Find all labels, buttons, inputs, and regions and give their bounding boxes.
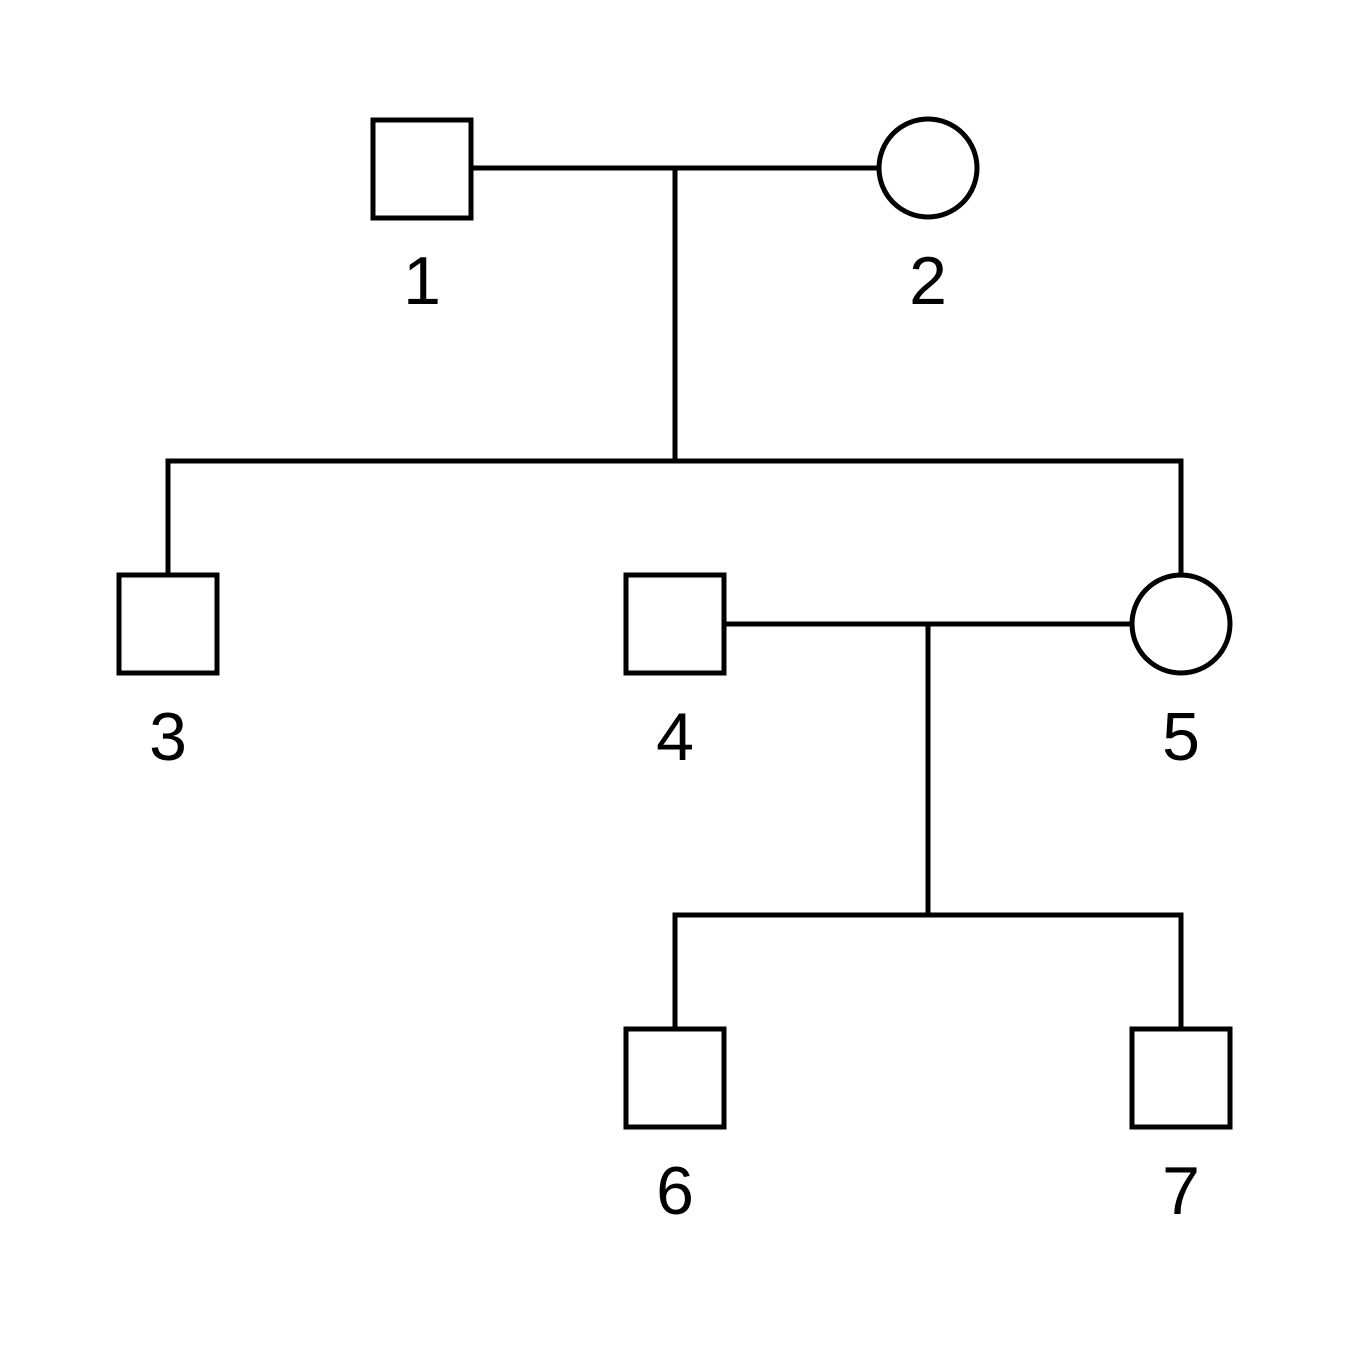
individual-5-label: 5: [1162, 699, 1200, 775]
individual-7-male: [1129, 1026, 1233, 1130]
individual-1-male: [370, 117, 474, 221]
individual-7-label: 7: [1162, 1153, 1200, 1229]
individual-2-female: [876, 116, 980, 220]
individual-4-male: [623, 572, 727, 676]
individual-6-male: [623, 1026, 727, 1130]
individual-1-label: 1: [403, 243, 441, 319]
individual-3-male: [116, 572, 220, 676]
individual-4-label: 4: [656, 699, 694, 775]
individual-3-label: 3: [149, 699, 187, 775]
individual-6-label: 6: [656, 1153, 694, 1229]
individual-5-female: [1129, 572, 1233, 676]
individual-2-label: 2: [909, 243, 947, 319]
